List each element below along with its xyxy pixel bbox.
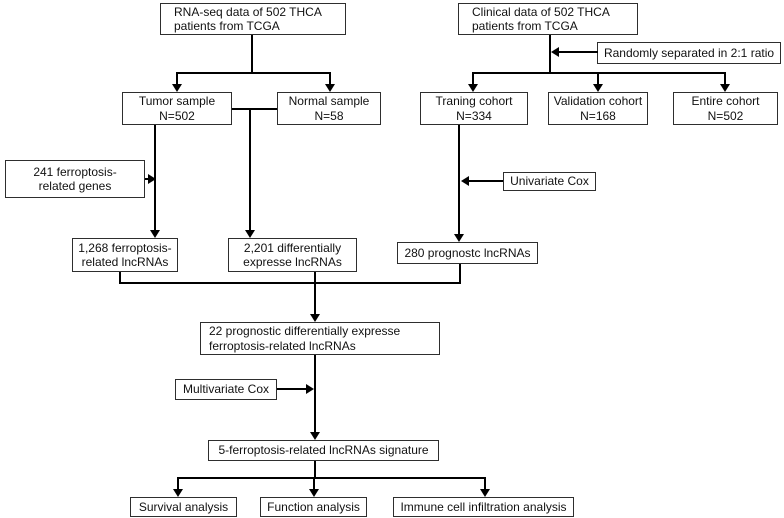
connector (176, 72, 331, 74)
box-immune-analysis: Immune cell infiltration analysis (393, 497, 574, 517)
box-validation-cohort: Validation cohort N=168 (548, 92, 648, 125)
connector (314, 461, 316, 479)
box-multivariate-cox: Multivariate Cox (175, 379, 277, 400)
connector (558, 51, 598, 53)
arrowhead-down-icon (454, 234, 464, 242)
box-tumor-sample: Tumor sample N=502 (122, 92, 232, 125)
box-function-analysis: Function analysis (260, 497, 367, 517)
connector (458, 125, 460, 234)
connector (145, 178, 150, 180)
arrowhead-down-icon (310, 432, 320, 440)
arrowhead-left-icon (551, 47, 559, 57)
box-training-cohort: Traning cohort N=334 (420, 92, 528, 125)
box-rnaseq-data: RNA-seq data of 502 THCA patients from T… (160, 3, 346, 35)
arrowhead-down-icon (150, 230, 160, 238)
connector (177, 477, 179, 489)
box-differential-lncrnas: 2,201 differentially expresse lncRNAs (228, 238, 357, 272)
arrowhead-right-icon (306, 384, 314, 394)
box-ferroptosis-genes: 241 ferroptosis- related genes (5, 160, 145, 198)
arrowhead-down-icon (172, 84, 182, 92)
connector (549, 35, 551, 73)
box-survival-analysis: Survival analysis (130, 497, 237, 517)
arrowhead-down-icon (310, 314, 320, 322)
box-prognostic-differential-lncrnas: 22 prognostic differentially expresse fe… (200, 322, 440, 355)
arrowhead-down-icon (468, 84, 478, 92)
arrowhead-down-icon (720, 84, 730, 92)
arrowhead-left-icon (461, 176, 469, 186)
connector (468, 180, 503, 182)
connector (724, 72, 726, 85)
connector (597, 72, 599, 85)
arrowhead-down-icon (245, 230, 255, 238)
box-univariate-cox: Univariate Cox (503, 172, 596, 191)
connector (472, 72, 474, 85)
box-normal-sample: Normal sample N=58 (277, 92, 381, 125)
connector (251, 35, 253, 73)
box-ferroptosis-lncrnas: 1,268 ferroptosis- related lncRNAs (72, 238, 178, 272)
connector (277, 388, 307, 390)
box-prognostic-lncrnas: 280 prognostc lncRNAs (397, 242, 538, 264)
arrowhead-down-icon (593, 84, 603, 92)
box-clinical-data: Clinical data of 502 THCA patients from … (458, 3, 638, 35)
arrowhead-down-icon (480, 489, 490, 497)
box-entire-cohort: Entire cohort N=502 (673, 92, 778, 125)
connector (314, 355, 316, 432)
connector (249, 108, 251, 230)
box-random-split: Randomly separated in 2:1 ratio (597, 42, 781, 64)
arrowhead-down-icon (325, 84, 335, 92)
connector (232, 108, 277, 110)
connector (176, 72, 178, 85)
arrowhead-right-icon (148, 174, 156, 184)
connector (484, 477, 486, 489)
connector (329, 72, 331, 85)
connector (119, 272, 121, 284)
connector (313, 477, 315, 489)
connector (314, 282, 316, 314)
arrowhead-down-icon (309, 489, 319, 497)
connector (472, 72, 726, 74)
arrowhead-down-icon (173, 489, 183, 497)
box-signature: 5-ferroptosis-related lncRNAs signature (208, 440, 439, 461)
connector (177, 477, 486, 479)
connector (119, 282, 461, 284)
connector (459, 264, 461, 284)
connector (314, 272, 316, 284)
